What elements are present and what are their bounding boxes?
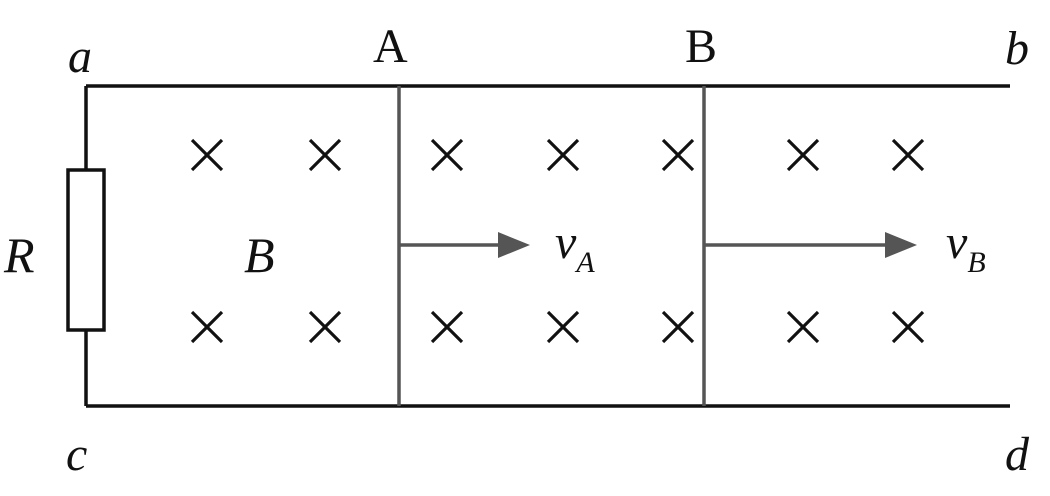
field-cross-icon [308, 310, 342, 344]
field-cross-icon [190, 310, 224, 344]
field-cross-icon [786, 310, 820, 344]
label-d: d [1005, 428, 1030, 481]
field-cross-icon [430, 138, 464, 172]
label-rod-B: B [685, 20, 717, 73]
velocity-A-base: v [555, 216, 577, 269]
velocity-arrow-A [399, 232, 530, 258]
label-resistor: R [3, 227, 35, 283]
velocity-arrow-B [704, 232, 917, 258]
field-cross-icon [308, 138, 342, 172]
velocity-B-subscript: B [967, 246, 985, 279]
field-cross-icon [661, 138, 695, 172]
label-b: b [1005, 22, 1029, 75]
resistor [66, 168, 106, 332]
field-cross-icon [786, 138, 820, 172]
field-cross-icon [546, 138, 580, 172]
field-cross-icon [546, 310, 580, 344]
label-velocity-A: vA [555, 216, 595, 279]
label-velocity-B: vB [946, 216, 986, 279]
field-cross-icon [430, 310, 464, 344]
field-cross-icon [661, 310, 695, 344]
field-cross-icon [891, 310, 925, 344]
velocity-B-base: v [946, 216, 968, 269]
velocity-A-subscript: A [574, 246, 595, 279]
label-rod-A: A [373, 20, 408, 73]
magnetic-field-markers [190, 138, 925, 344]
field-cross-icon [891, 138, 925, 172]
label-field: B [244, 227, 275, 283]
label-a: a [68, 30, 92, 83]
field-cross-icon [190, 138, 224, 172]
label-c: c [66, 428, 87, 481]
